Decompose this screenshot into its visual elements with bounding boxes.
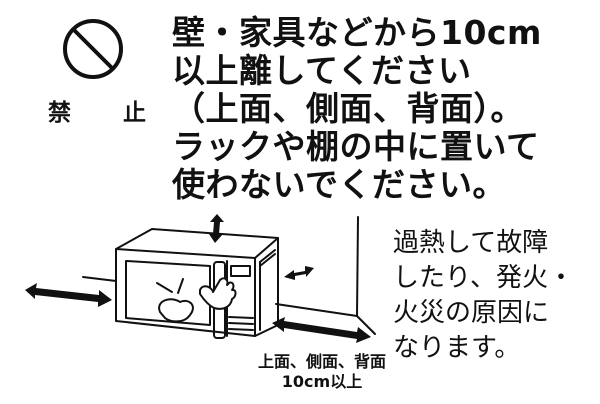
note-line: なります。 <box>393 333 521 363</box>
warning-line: （上面、側面、背面）。 <box>172 89 524 128</box>
note-line: したり、発火・ <box>393 263 574 293</box>
prohibition-symbol: 禁 止 <box>48 18 146 126</box>
consequence-note: 過熱して故障 したり、発火・ 火災の原因に なります。 <box>393 226 593 366</box>
warning-line: 壁・家具などから10cm <box>172 13 542 52</box>
clearance-label-line2: 10cm以上 <box>281 372 363 391</box>
warning-line: ラックや棚の中に置いて <box>172 127 540 166</box>
prohibition-label: 禁 止 <box>48 100 169 126</box>
warning-line: 使わないでください。 <box>172 165 507 204</box>
clearance-label-line1: 上面、側面、背面 <box>257 352 386 371</box>
clearance-distance-label: 上面、側面、背面 10cm以上 <box>252 352 392 392</box>
note-line: 過熱して故障 <box>393 228 549 258</box>
main-warning-text: 壁・家具などから10cm 以上離してください （上面、側面、背面）。 ラックや棚… <box>172 14 600 204</box>
warning-line: 以上離してください <box>172 51 472 90</box>
note-line: 火災の原因に <box>393 298 550 328</box>
prohibition-circle-icon <box>63 19 123 79</box>
microwave-clearance-illustration <box>25 214 376 343</box>
